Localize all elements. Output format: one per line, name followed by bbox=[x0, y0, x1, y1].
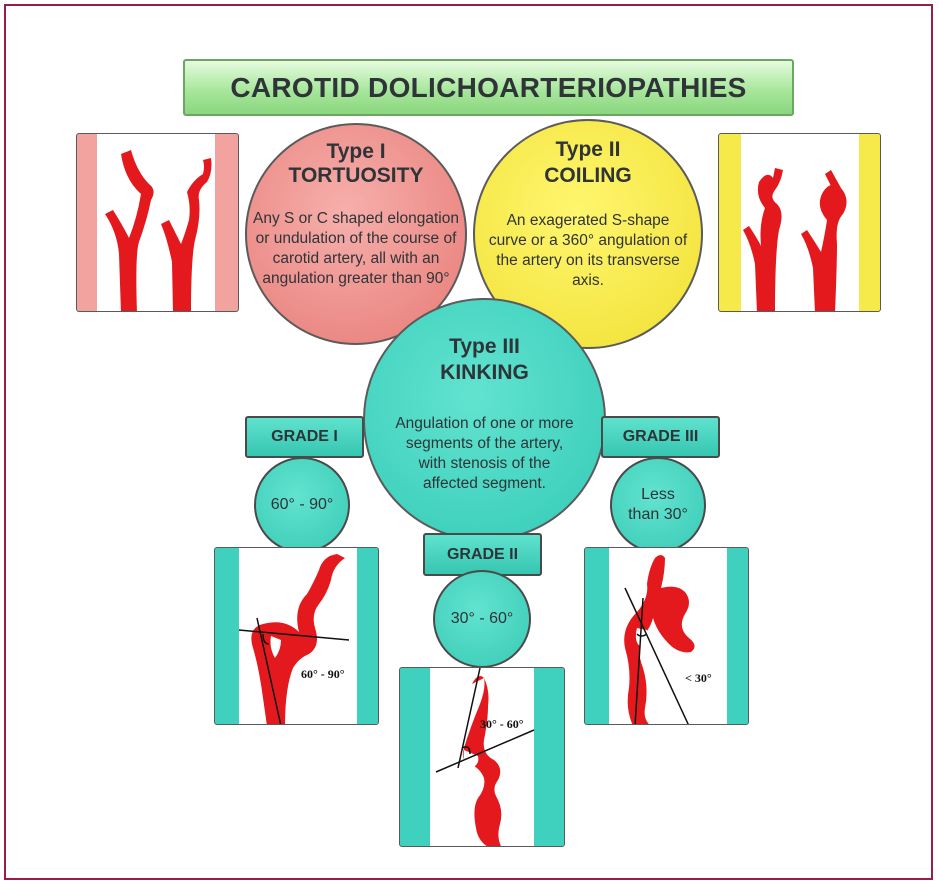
grade-1-range: 60° - 90° bbox=[271, 495, 334, 515]
type-1-description: Any S or C shaped elongation or undulati… bbox=[253, 209, 459, 289]
type-2-description: An exagerated S-shape curve or a 360° an… bbox=[487, 211, 689, 291]
tortuosity-illustration bbox=[76, 133, 239, 312]
type-3-heading: Type III bbox=[365, 334, 604, 360]
grade-1-angle-label: 60° - 90° bbox=[301, 667, 345, 681]
grade-1-illustration: 60° - 90° bbox=[214, 547, 379, 725]
grade-3-range-circle: Less than 30° bbox=[610, 457, 706, 553]
grade-2-range: 30° - 60° bbox=[451, 609, 514, 629]
grade-1-range-circle: 60° - 90° bbox=[254, 457, 350, 553]
grade-3-label: GRADE III bbox=[601, 416, 720, 458]
grade-1-label: GRADE I bbox=[245, 416, 364, 458]
type-1-heading: Type I bbox=[247, 139, 465, 165]
coiling-illustration bbox=[718, 133, 881, 312]
type-3-kinking-circle: Type III KINKING Angulation of one or mo… bbox=[363, 298, 606, 541]
grade-3-range: Less than 30° bbox=[626, 485, 690, 525]
type-2-name: COILING bbox=[475, 163, 701, 189]
grade-2-range-circle: 30° - 60° bbox=[433, 570, 531, 668]
page-title: CAROTID DOLICHOARTERIOPATHIES bbox=[183, 59, 794, 116]
grade-2-angle-label: 30° - 60° bbox=[480, 717, 524, 731]
grade-3-illustration: < 30° bbox=[584, 547, 749, 725]
type-2-heading: Type II bbox=[475, 137, 701, 163]
type-3-description: Angulation of one or more segments of th… bbox=[395, 414, 574, 494]
grade-2-illustration: 30° - 60° bbox=[399, 667, 565, 847]
grade-3-angle-label: < 30° bbox=[685, 671, 712, 685]
type-1-name: TORTUOSITY bbox=[247, 163, 465, 189]
type-3-name: KINKING bbox=[365, 360, 604, 386]
